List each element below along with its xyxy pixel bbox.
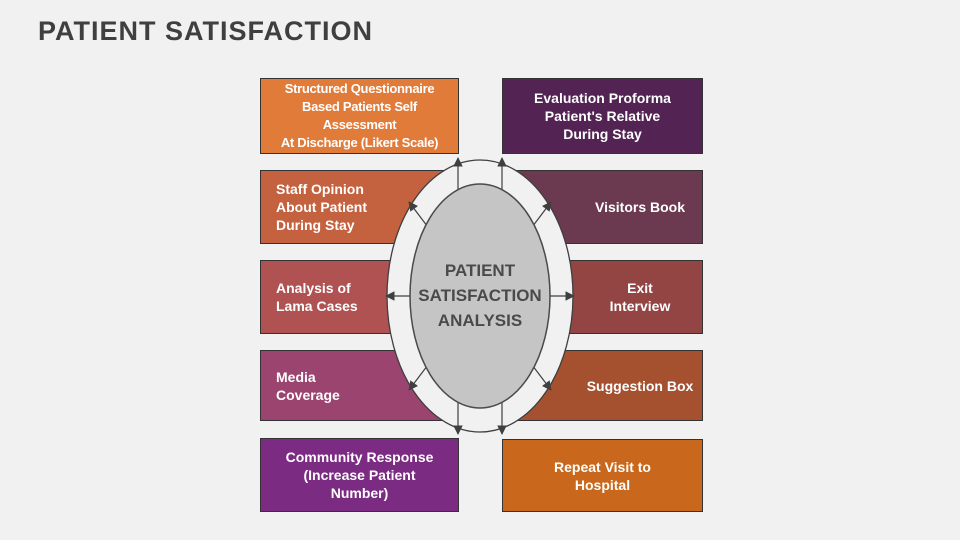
box-suggestion-box: Suggestion Box xyxy=(502,350,703,421)
box-evaluation-proforma: Evaluation Proforma Patient's Relative D… xyxy=(502,78,703,154)
box-repeat-visit: Repeat Visit to Hospital xyxy=(502,439,703,512)
box-staff-opinion: Staff Opinion About Patient During Stay xyxy=(260,170,459,244)
box-visitors-book: Visitors Book xyxy=(502,170,703,244)
center-hub-label: PATIENT SATISFACTION ANALYSIS xyxy=(418,261,542,330)
box-structured-questionnaire: Structured Questionnaire Based Patients … xyxy=(260,78,459,154)
box-media-coverage: Media Coverage xyxy=(260,350,459,421)
page-title: PATIENT SATISFACTION xyxy=(38,16,373,46)
box-community-response: Community Response (Increase Patient Num… xyxy=(260,438,459,512)
